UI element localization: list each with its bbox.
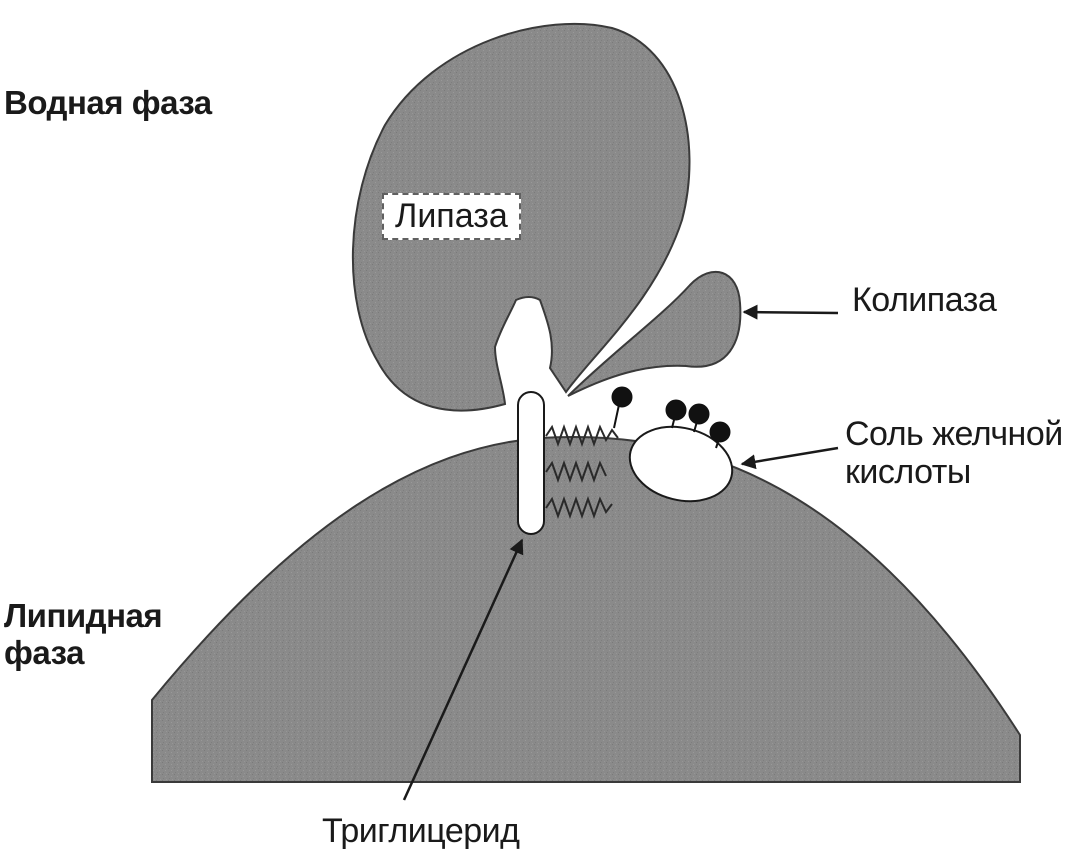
aqueous-phase-label: Водная фаза: [4, 85, 212, 122]
triglyceride-glycerol: [518, 392, 544, 534]
bile-salt-label-line1: Соль желчной: [845, 415, 1063, 453]
lipase-label: Липаза: [382, 193, 521, 240]
colipase-pointer-arrow: [744, 312, 838, 313]
colipase-label: Колипаза: [852, 281, 996, 319]
bile-salt-head-1: [612, 387, 632, 407]
bile-salt-label: Соль желчной кислоты: [845, 415, 1063, 491]
triglyceride-label: Триглицерид: [322, 812, 520, 850]
bile-salt-label-line2: кислоты: [845, 453, 1063, 491]
bile-salt-head-4: [710, 422, 730, 442]
lipid-phase-label: Липидная фаза: [4, 598, 162, 672]
bile-salt-head-3: [689, 404, 709, 424]
lipid-phase-label-line2: фаза: [4, 635, 162, 672]
lipid-phase-label-line1: Липидная: [4, 598, 162, 635]
bile-salt-head-2: [666, 400, 686, 420]
bile-salt-pointer-arrow: [742, 448, 838, 464]
